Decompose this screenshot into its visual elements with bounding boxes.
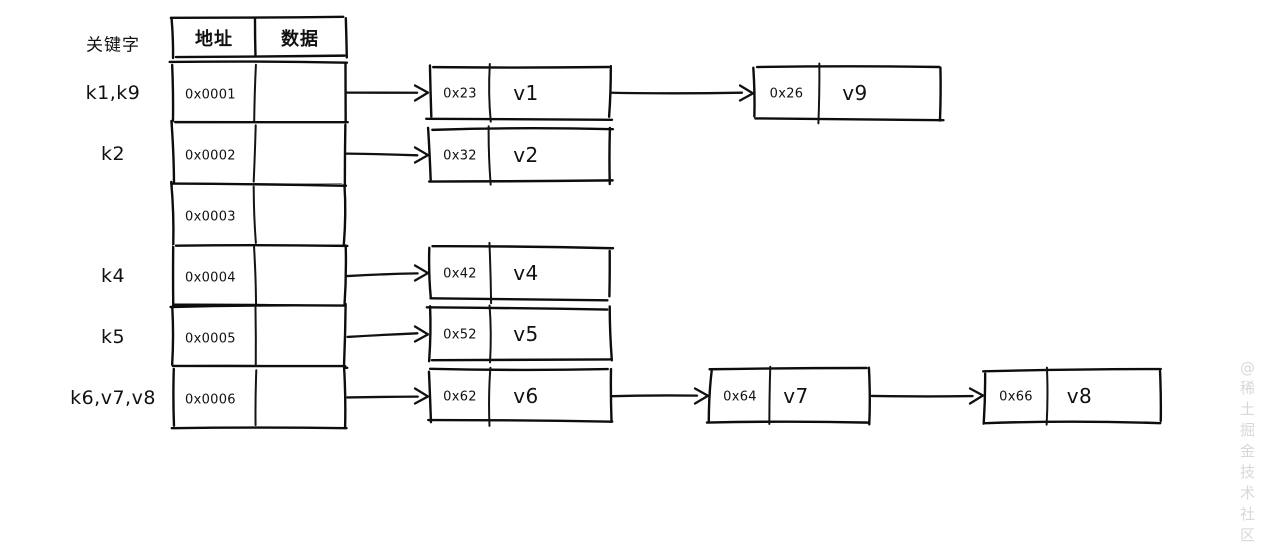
bucket-address-0x0002: 0x0002 [185,148,236,163]
node-value-v5: v5 [513,322,539,346]
bucket-address-0x0003: 0x0003 [185,209,236,224]
bucket-address-0x0006: 0x0006 [185,392,236,407]
bucket-key-label-0: k1,k9 [85,81,141,104]
node-hash-v7: 0x64 [723,389,757,405]
bucket-key-label-1: k2 [100,142,126,165]
bucket-key-label-4: k5 [100,325,126,348]
node-hash-v6: 0x62 [443,389,477,405]
node-value-v1: v1 [513,81,539,105]
node-hash-v8: 0x66 [999,389,1033,405]
node-value-v7: v7 [783,384,809,408]
node-value-v9: v9 [842,81,868,105]
node-value-v4: v4 [513,261,539,285]
node-value-v2: v2 [513,143,539,167]
node-hash-v4: 0x42 [443,266,477,282]
column-header-data: 数据 [281,29,319,50]
node-value-v8: v8 [1066,384,1093,408]
bucket-address-0x0005: 0x0005 [185,331,236,346]
node-hash-v9: 0x26 [769,86,804,102]
bucket-address-0x0004: 0x0004 [185,270,236,285]
node-hash-v1: 0x23 [443,86,477,102]
bucket-key-label-5: k6,v7,v8 [70,386,156,409]
node-hash-v2: 0x32 [443,148,477,164]
keyword-column-label: 关键字 [86,35,140,56]
watermark: @稀土掘金技术社区 [1239,359,1256,544]
diagram-sketch-layer [168,15,1163,430]
node-hash-v5: 0x52 [443,327,477,343]
column-header-address: 地址 [195,29,233,50]
bucket-address-0x0001: 0x0001 [185,87,236,102]
bucket-key-label-3: k4 [100,264,126,287]
hashmap-diagram: 关键字 地址 数据 0x0001 k1,k9 0x0002 k2 0x0003 0x0004 k4… [70,15,1255,544]
node-value-v6: v6 [513,384,539,408]
